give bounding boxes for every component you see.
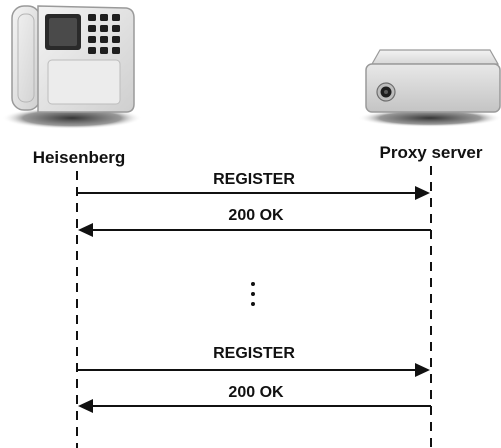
continuation-ellipsis: [251, 282, 255, 306]
desk-phone-icon: [2, 5, 142, 129]
server-icon: [358, 49, 501, 127]
arrowhead-right: [415, 363, 430, 377]
message-label: REGISTER: [213, 345, 295, 362]
message-200-ok-2: 200 OK: [78, 384, 431, 413]
message-register-1: REGISTER: [77, 171, 430, 200]
message-200-ok-1: 200 OK: [78, 207, 431, 237]
message-register-2: REGISTER: [77, 345, 430, 377]
message-label: 200 OK: [228, 384, 284, 401]
arrowhead-right: [415, 186, 430, 200]
arrowhead-left: [78, 399, 93, 413]
participant-left-label: Heisenberg: [33, 148, 126, 167]
participant-right-label: Proxy server: [379, 143, 482, 162]
message-label: REGISTER: [213, 171, 295, 188]
arrowhead-left: [78, 223, 93, 237]
message-label: 200 OK: [228, 207, 284, 224]
